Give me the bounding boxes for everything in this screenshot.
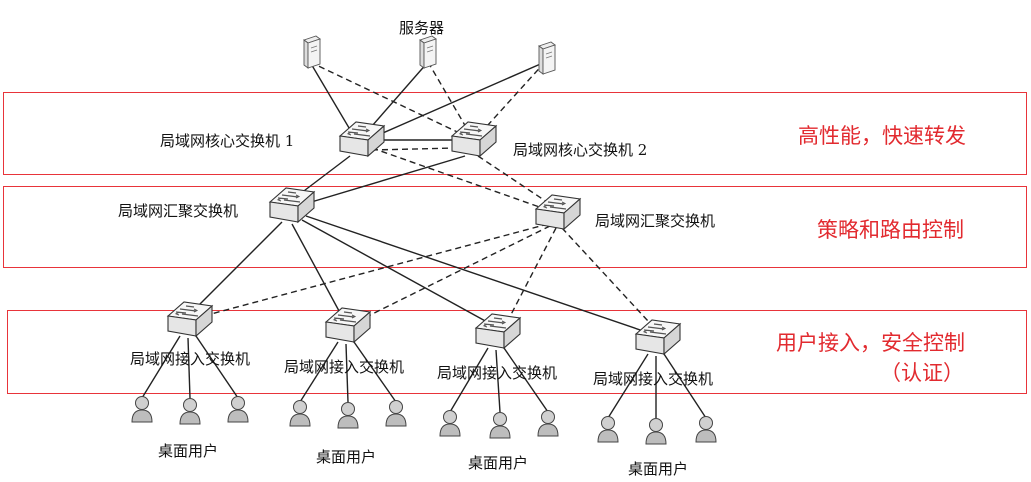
access-switch-label: 局域网接入交换机: [130, 350, 250, 368]
access-layer-box: [7, 310, 1027, 394]
aggregation-switch-2-label: 局域网汇聚交换机: [595, 212, 715, 230]
server-icon: [419, 35, 437, 69]
access-switch-label: 局域网接入交换机: [437, 364, 557, 382]
user-group-label: 桌面用户: [628, 460, 688, 478]
aggregation-layer-note: 策略和路由控制: [817, 218, 964, 242]
user-icon: [537, 410, 559, 437]
user-icon: [227, 396, 249, 423]
access-switch-label: 局域网接入交换机: [593, 370, 713, 388]
user-group-label: 桌面用户: [468, 454, 528, 472]
aggregation-switch-1-label: 局域网汇聚交换机: [118, 202, 238, 220]
access-switch-icon: [635, 319, 681, 355]
aggregation-layer-box: [3, 186, 1027, 268]
user-icon: [489, 412, 511, 439]
core-switch-2-icon: [451, 121, 497, 157]
user-group-label: 桌面用户: [316, 448, 376, 466]
core-switch-2-label: 局域网核心交换机 2: [513, 141, 647, 159]
servers-label: 服务器: [399, 19, 444, 37]
user-icon: [385, 400, 407, 427]
user-group-label: 桌面用户: [158, 442, 218, 460]
user-icon: [645, 418, 667, 445]
server-icon: [303, 35, 321, 69]
user-icon: [337, 402, 359, 429]
user-icon: [179, 398, 201, 425]
user-icon: [597, 416, 619, 443]
access-layer-note: 用户接入，安全控制: [776, 331, 965, 355]
user-icon: [695, 416, 717, 443]
links: [141, 61, 707, 419]
aggregation-switch-2-icon: [535, 194, 581, 230]
server-icon: [538, 41, 556, 75]
core-layer-note: 高性能，快速转发: [798, 124, 966, 148]
access-switch-label: 局域网接入交换机: [284, 358, 404, 376]
user-icon: [439, 410, 461, 437]
core-layer-box: [3, 92, 1027, 175]
access-switch-icon: [325, 307, 371, 343]
access-switch-icon: [167, 301, 213, 337]
user-icon: [289, 400, 311, 427]
core-switch-1-icon: [339, 121, 385, 157]
access-layer-note-sub: （认证）: [880, 361, 964, 385]
user-icon: [131, 396, 153, 423]
core-switch-1-label: 局域网核心交换机 1: [160, 132, 294, 150]
